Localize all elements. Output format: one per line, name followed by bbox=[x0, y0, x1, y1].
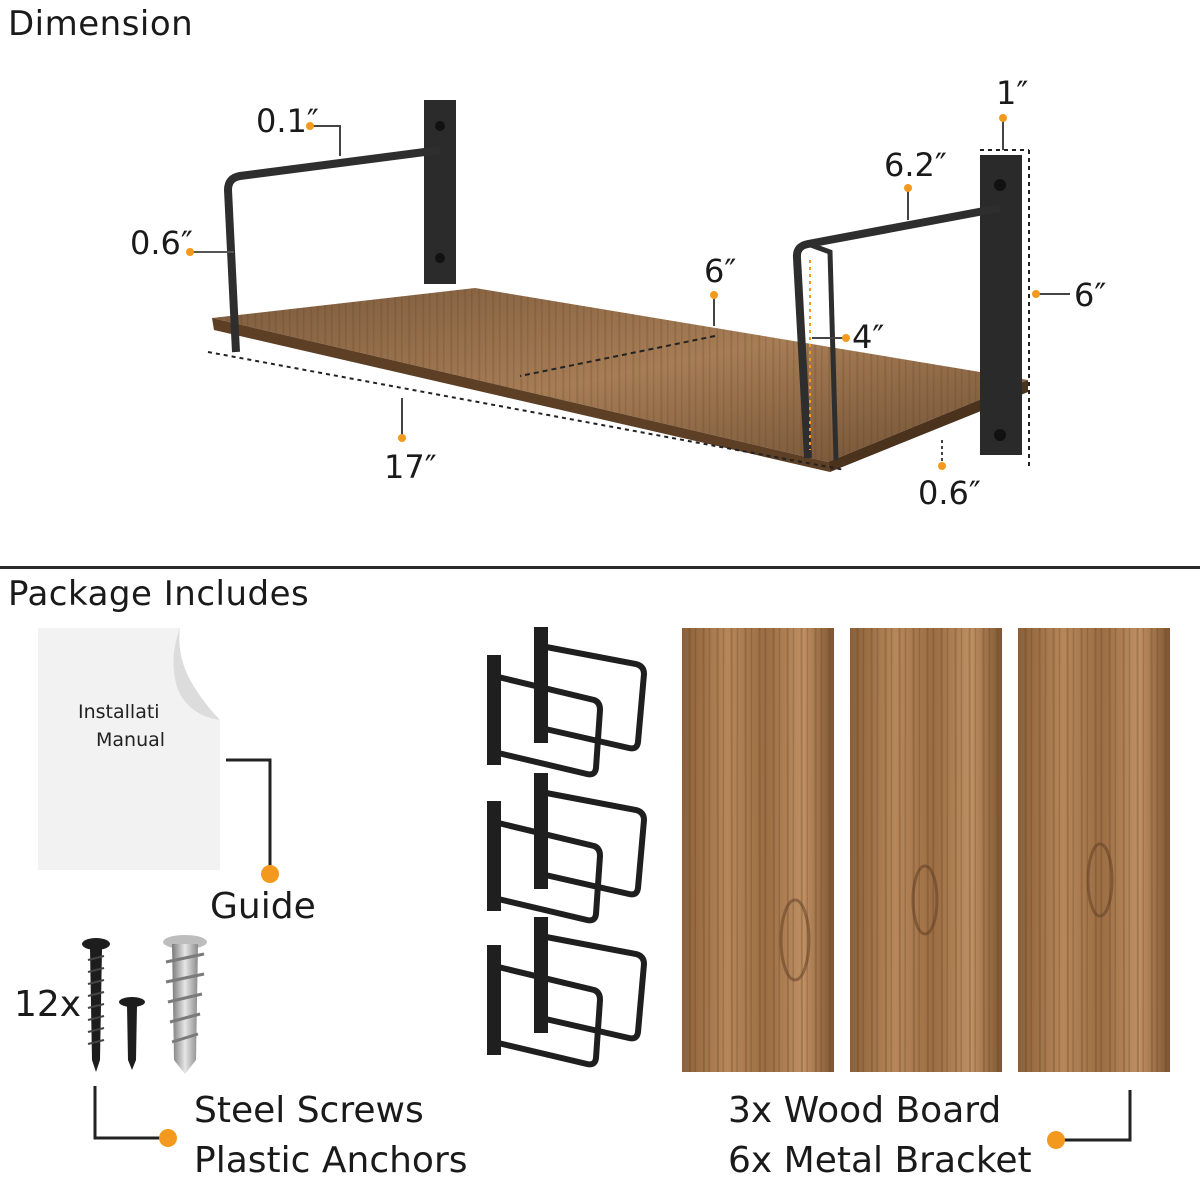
label-rod-thickness: 0.1″ bbox=[256, 102, 319, 140]
wood-boards-icon bbox=[682, 628, 1170, 1072]
wood-board-label: 3x Wood Board bbox=[728, 1090, 1002, 1131]
guide-label: Guide bbox=[210, 886, 316, 927]
manual-icon bbox=[38, 628, 220, 870]
manual-title-line1: Installati bbox=[78, 701, 160, 723]
label-shelf-depth: 6″ bbox=[704, 252, 737, 290]
dimension-title: Dimension bbox=[8, 4, 194, 44]
shelf-illustration bbox=[186, 100, 1070, 472]
screws-icon bbox=[82, 935, 207, 1074]
metal-bracket-label: 6x Metal Bracket bbox=[728, 1140, 1032, 1181]
package-title: Package Includes bbox=[8, 574, 310, 614]
screws-count: 12x bbox=[14, 984, 82, 1025]
section-divider bbox=[0, 566, 1200, 569]
label-bracket-inner: 4″ bbox=[852, 318, 885, 356]
label-bracket-depth: 6.2″ bbox=[884, 146, 947, 184]
brackets-icon bbox=[487, 627, 648, 1068]
label-shelf-length: 17″ bbox=[384, 448, 437, 486]
anchors-label: Plastic Anchors bbox=[194, 1140, 468, 1181]
screws-label: Steel Screws bbox=[194, 1090, 424, 1131]
label-bracket-height: 6″ bbox=[1074, 276, 1107, 314]
label-top-offset: 0.6″ bbox=[130, 224, 193, 262]
label-shelf-thickness: 0.6″ bbox=[918, 474, 981, 512]
manual-title-line2: Manual bbox=[96, 729, 166, 751]
label-bracket-width: 1″ bbox=[996, 74, 1029, 112]
